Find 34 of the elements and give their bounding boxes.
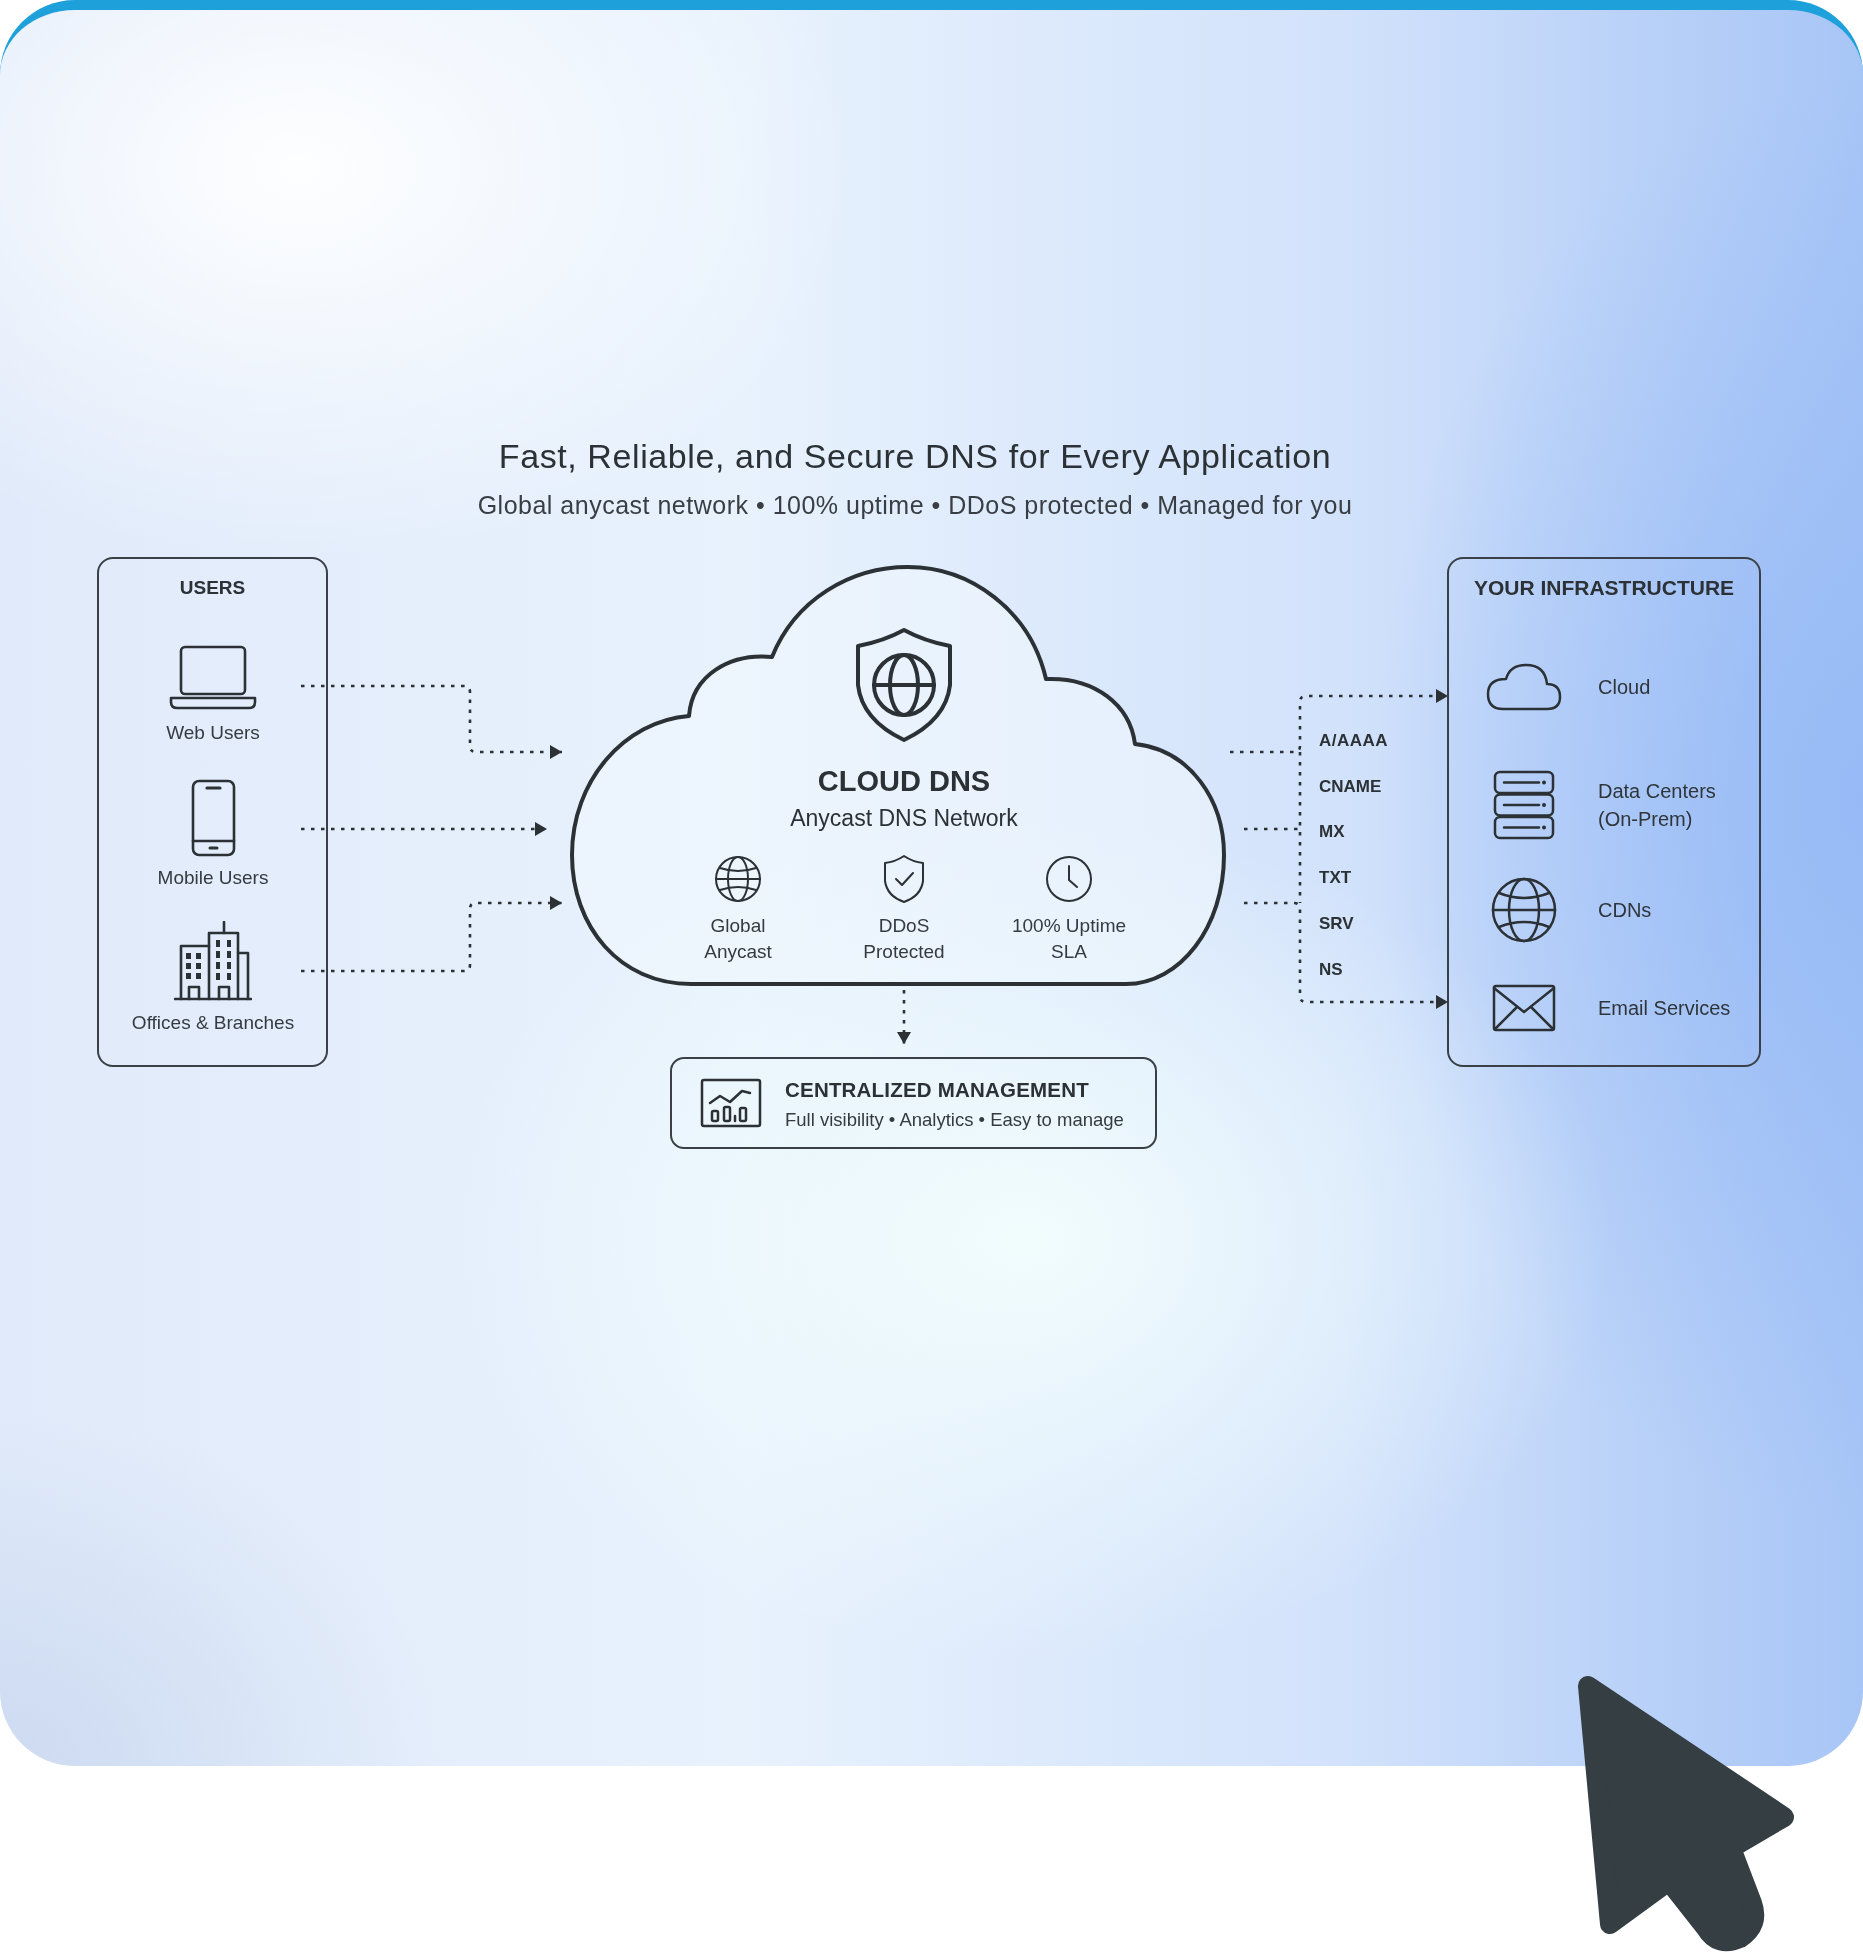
- dotted-line: [1242, 750, 1302, 905]
- item-label: Web Users: [166, 723, 260, 743]
- record-type-label: NS: [1319, 960, 1343, 980]
- feature-label: DDoS Protected: [862, 914, 946, 964]
- dotted-arrow: [1244, 901, 1448, 1009]
- dotted-arrow: [301, 896, 562, 973]
- dotted-arrow: [301, 822, 547, 836]
- item-label: Mobile Users: [157, 868, 269, 888]
- item-label: CDNs: [1598, 898, 1652, 923]
- dotted-arrow: [1230, 689, 1448, 754]
- description-text: Full visibility • Analytics • Easy to manage: [785, 1108, 1124, 1132]
- panel-heading: USERS: [179, 576, 246, 600]
- record-type-label: MX: [1319, 822, 1345, 842]
- panel-heading: YOUR INFRASTRUCTURE: [1473, 575, 1735, 601]
- feature-label: Global Anycast: [703, 914, 773, 964]
- item-label: Offices & Branches: [131, 1013, 295, 1033]
- service-title: CLOUD DNS: [817, 764, 991, 799]
- management-card: [670, 1057, 1157, 1149]
- item-label: Data Centers (On-Prem): [1598, 779, 1717, 832]
- record-type-label: A/AAAA: [1319, 731, 1389, 751]
- dotted-arrow: [301, 684, 562, 759]
- users-panel: [97, 557, 328, 1067]
- section-title: CENTRALIZED MANAGEMENT: [785, 1077, 1089, 1102]
- service-subtitle: Anycast DNS Network: [790, 804, 1018, 832]
- record-type-label: SRV: [1319, 914, 1354, 934]
- item-label: Cloud: [1598, 675, 1651, 700]
- diagram-title: Fast, Reliable, and Secure DNS for Every Application: [498, 436, 1332, 476]
- infrastructure-panel: [1447, 557, 1761, 1067]
- subtitle: Global anycast network • 100% uptime • DDoS protected • Managed for you: [477, 490, 1353, 520]
- dotted-arrow: [897, 990, 911, 1044]
- item-label: Email Services: [1598, 996, 1731, 1021]
- feature-label: 100% Uptime SLA: [1010, 914, 1128, 964]
- record-type-label: TXT: [1319, 868, 1352, 888]
- record-type-label: CNAME: [1319, 777, 1382, 797]
